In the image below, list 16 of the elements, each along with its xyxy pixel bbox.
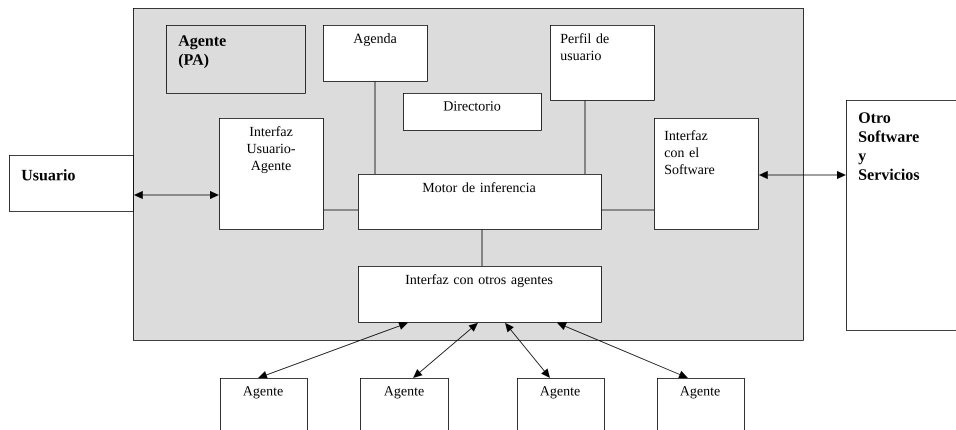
external-box: Otro Software y Servicios [846,100,956,331]
engine-box: Motor de inferencia [358,174,602,230]
external-box: Usuario [9,154,134,212]
agent-box: Agente [657,378,745,430]
interface-box: Interfaz con el Software [654,118,759,230]
interface-box: Interfaz Usuario-Agente [219,118,324,230]
agent-box: Agente [517,378,605,430]
title-box: Agente (PA) [166,25,306,94]
agent-box: Agente [220,378,308,430]
agent-box: Agente [360,378,449,430]
connector-line [584,100,586,174]
module-box: Agenda [323,25,428,82]
connector-line [374,81,376,174]
module-box: Perfil de usuario [550,25,655,101]
module-box: Directorio [403,93,542,131]
interface-box: Interfaz con otros agentes [358,266,602,323]
